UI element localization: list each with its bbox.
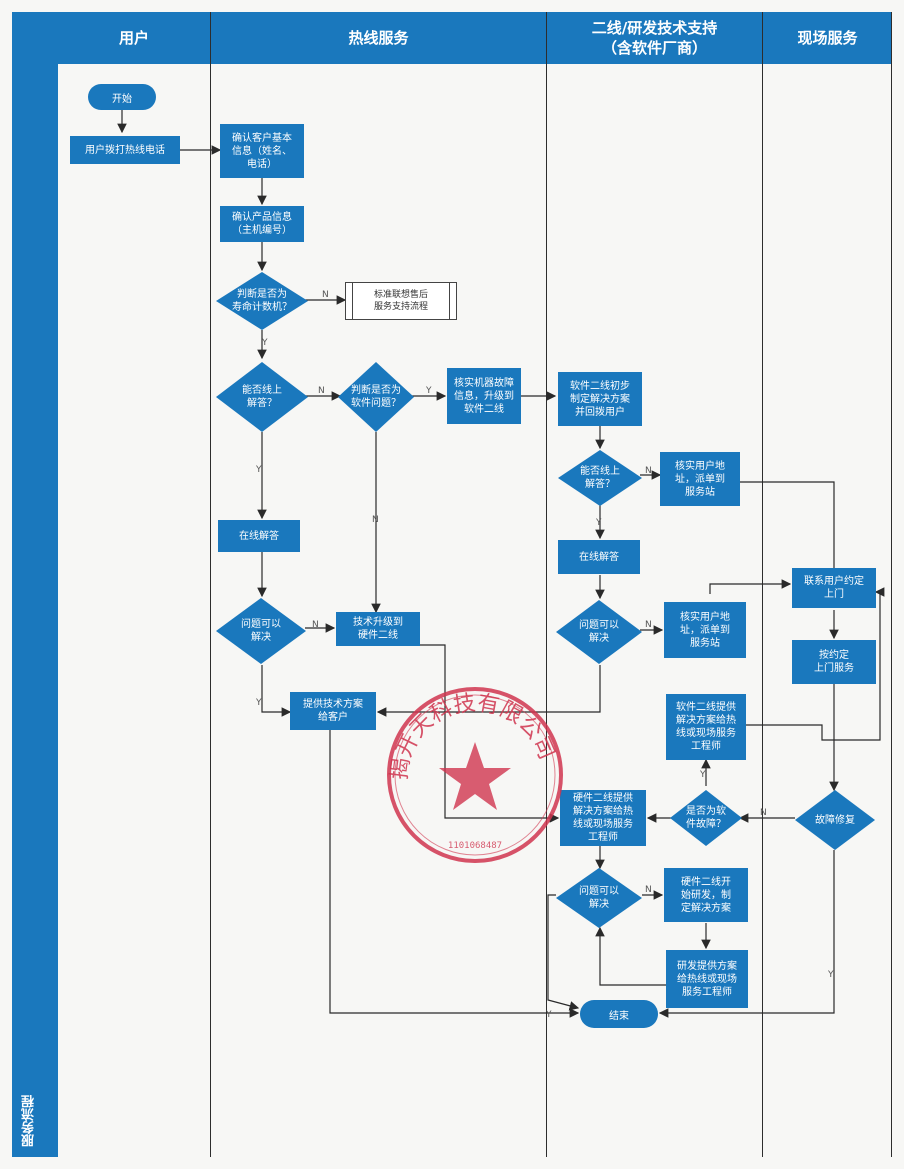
user-call-step: 用户拨打热线电话 (70, 136, 180, 164)
decision-online-answer-2-text: 能否线上 解答？ (580, 466, 620, 490)
decision-online-answer-text: 能否线上 解答？ (242, 385, 282, 409)
verify-fault-step: 核实机器故障 信息，升级到 软件二线 (447, 368, 521, 424)
confirm-product-step: 确认产品信息 （主机编号） (220, 206, 304, 242)
edge-label-no: N (372, 515, 379, 525)
company-seal: 揭开天科技有限公司 1101068487 (380, 680, 570, 870)
decision-online-answer: 能否线上 解答？ (216, 362, 308, 432)
edge-label-yes: Y (426, 386, 432, 396)
decision-legacy-machine-text: 判断是否为 寿命计数机？ (232, 289, 292, 313)
lane-header-user: 用户 (58, 12, 210, 64)
confirm-customer-info-step: 确认客户基本 信息（姓名、 电话） (220, 124, 304, 178)
rd-plan-step: 研发提供方案 给热线或现场 服务工程师 (666, 950, 748, 1008)
edge-label-yes: Y (596, 518, 602, 528)
lane-divider (891, 12, 892, 1157)
edge-label-no: N (318, 386, 325, 396)
online-answer-step: 在线解答 (218, 520, 300, 552)
decision-solvable-3-text: 问题可以 解决 (579, 886, 619, 910)
hardware-second-line-dev-step: 硬件二线开 始研发，制 定解决方案 (664, 868, 748, 922)
start-node: 开始 (88, 84, 156, 110)
decision-fault-repair-text: 故障修复 (815, 814, 855, 826)
edge-label-no: N (760, 808, 767, 818)
edge-label-yes: Y (700, 770, 706, 780)
edge-label-no: N (645, 620, 652, 630)
edge-label-no: N (312, 620, 319, 630)
lane-header-second-line: 二线/研发技术支持 （含软件厂商） (547, 12, 762, 64)
software-second-line-solution-step: 软件二线提供 解决方案给热 线或现场服务 工程师 (666, 694, 746, 760)
decision-solvable-2-text: 问题可以 解决 (579, 620, 619, 644)
decision-software-issue: 判断是否为 软件问题？ (338, 362, 414, 432)
decision-legacy-machine: 判断是否为 寿命计数机？ (216, 272, 308, 330)
edge-label-no: N (645, 885, 652, 895)
decision-solvable-1: 问题可以 解决 (216, 598, 306, 664)
onsite-visit-step: 按约定 上门服务 (792, 640, 876, 684)
edge-label-no: N (645, 466, 652, 476)
decision-software-fault-text: 是否为软 件故障？ (686, 806, 726, 830)
process-side-label: 服务流程 (12, 12, 58, 1157)
edge-label-yes: Y (546, 1010, 552, 1020)
lane-header-onsite: 现场服务 (763, 12, 892, 64)
lane-divider (546, 12, 547, 1157)
decision-solvable-2: 问题可以 解决 (556, 600, 642, 664)
lane-header-hotline: 热线服务 (211, 12, 546, 64)
contact-user-step: 联系用户约定 上门 (792, 568, 876, 608)
edge-label-no: N (322, 290, 329, 300)
decision-fault-repair: 故障修复 (795, 790, 875, 850)
decision-online-answer-2: 能否线上 解答？ (558, 450, 642, 506)
software-second-line-plan-step: 软件二线初步 制定解决方案 并回拨用户 (558, 372, 642, 426)
verify-address-step: 核实用户地 址，派单到 服务站 (660, 452, 740, 506)
online-answer-step-2: 在线解答 (558, 540, 640, 574)
provide-plan-step: 提供技术方案 给客户 (290, 692, 376, 730)
decision-software-fault: 是否为软 件故障？ (670, 790, 742, 846)
edge-label-yes: Y (828, 970, 834, 980)
decision-solvable-1-text: 问题可以 解决 (241, 619, 281, 643)
decision-solvable-3: 问题可以 解决 (556, 868, 642, 928)
seal-number: 1101068487 (448, 841, 502, 851)
escalate-hardware-step: 技术升级到 硬件二线 (336, 612, 420, 646)
edge-label-yes: Y (256, 698, 262, 708)
lane-divider (210, 12, 211, 1157)
standard-service-process: 标准联想售后 服务支持流程 (345, 282, 457, 320)
edge-label-yes: Y (256, 465, 262, 475)
end-node: 结束 (580, 1000, 658, 1028)
edge-label-yes: Y (262, 338, 268, 348)
hardware-second-line-solution-step: 硬件二线提供 解决方案给热 线或现场服务 工程师 (560, 790, 646, 846)
verify-address-step-2: 核实用户地 址，派单到 服务站 (664, 602, 746, 658)
decision-software-issue-text: 判断是否为 软件问题？ (351, 385, 401, 409)
